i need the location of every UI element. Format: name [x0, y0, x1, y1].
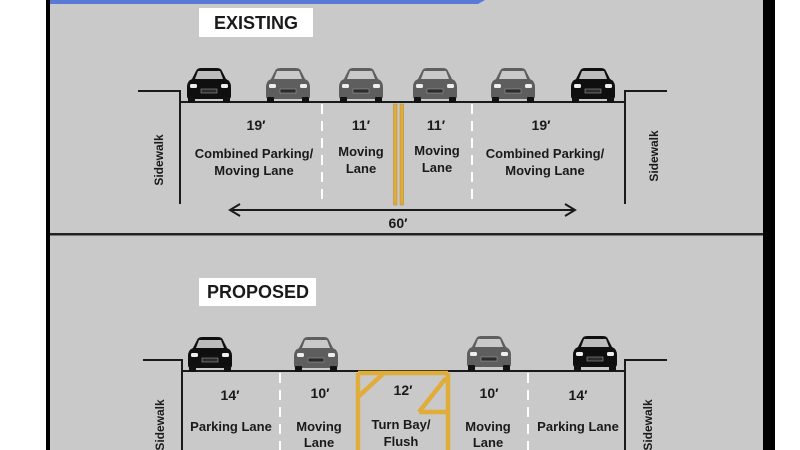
existing-total-width: 60′	[389, 215, 409, 231]
existing-double-yellow-centerline-a	[393, 103, 398, 206]
proposed-lane-4-width: 10′	[480, 385, 500, 401]
proposed-title: PROPOSED	[207, 282, 309, 302]
existing-dimension-arrow	[228, 203, 577, 217]
existing-lane-1-label-line2: Moving Lane	[214, 163, 293, 178]
proposed-lane-5-label-line1: Parking Lane	[537, 419, 619, 434]
proposed-lane-1-label-line1: Parking Lane	[190, 419, 272, 434]
existing-left-curb	[138, 90, 181, 204]
existing-double-yellow-centerline-b	[399, 103, 404, 206]
existing-lane-3-label-line2: Lane	[422, 160, 452, 175]
proposed-lane-1-width: 14′	[221, 387, 241, 403]
proposed-left-curb	[143, 359, 183, 450]
existing-lane-markings	[321, 103, 473, 206]
existing-sidewalk-left: Sidewalk	[152, 134, 166, 186]
existing-lane-3-label-line1: Moving	[414, 143, 460, 158]
existing-cross-section	[138, 90, 667, 204]
proposed-lane-2-label-line1: Moving	[296, 419, 342, 434]
existing-lane-2-label-line1: Moving	[338, 144, 384, 159]
existing-lane-2-label-line2: Lane	[346, 161, 376, 176]
proposed-title-box	[199, 278, 316, 306]
proposed-right-curb	[624, 359, 667, 450]
existing-lane-2-width: 11′	[352, 117, 371, 133]
proposed-sidewalk-left: Sidewalk	[153, 399, 167, 450]
existing-lane-4-label-line2: Moving Lane	[505, 163, 584, 178]
proposed-lane-3-label-line1: Turn Bay/	[372, 417, 431, 432]
existing-lane-1-width: 19′	[247, 117, 267, 133]
left-frame-bar	[46, 0, 50, 450]
existing-sidewalk-right: Sidewalk	[647, 130, 661, 182]
proposed-lane-4-label-line1: Moving	[465, 419, 511, 434]
existing-lane-4-width: 19′	[532, 117, 552, 133]
proposed-lane-3-label-line2: Flush	[384, 434, 419, 449]
existing-title-box	[199, 8, 313, 37]
proposed-turn-bay-yellow-markings	[355, 370, 451, 450]
existing-lane-1-label-line1: Combined Parking/	[195, 146, 314, 161]
existing-lane-3-width: 11′	[427, 117, 446, 133]
right-frame-bar	[763, 0, 775, 450]
proposed-lane-markings	[279, 370, 529, 450]
existing-lane-4-label-line1: Combined Parking/	[486, 146, 605, 161]
existing-lane-labels: 19′ Combined Parking/ Moving Lane 11′ Mo…	[195, 117, 605, 178]
proposed-lane-2-width: 10′	[311, 385, 331, 401]
proposed-lane-3-width: 12′	[394, 382, 414, 398]
proposed-lane-2-label-line2: Lane	[304, 435, 334, 450]
existing-title: EXISTING	[214, 13, 298, 33]
section-divider	[50, 233, 763, 236]
proposed-lane-labels: 14′ Parking Lane 10′ Moving Lane 12′ Tur…	[190, 382, 619, 450]
proposed-sidewalk-right: Sidewalk	[641, 399, 655, 450]
proposed-lane-4-label-line2: Lane	[473, 435, 503, 450]
top-accent-bar	[50, 0, 485, 4]
existing-right-curb	[624, 90, 667, 204]
proposed-lane-5-width: 14′	[569, 387, 589, 403]
